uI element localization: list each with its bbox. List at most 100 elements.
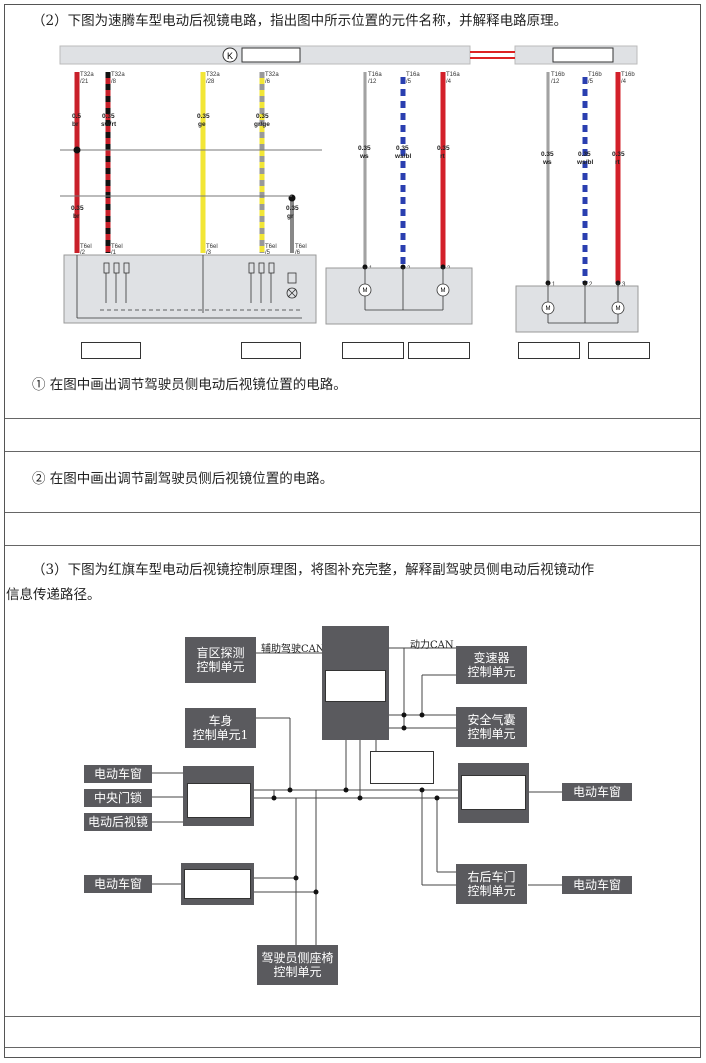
svg-text:ge: ge — [198, 121, 206, 128]
svg-text:T6el: T6el — [80, 244, 92, 250]
svg-text:0.35: 0.35 — [612, 151, 625, 158]
svg-text:0.5: 0.5 — [72, 113, 81, 120]
svg-text:gr/ge: gr/ge — [254, 121, 270, 128]
svg-text:T32a: T32a — [111, 72, 125, 78]
left-mirror: 电动后视镜 — [84, 813, 152, 831]
svg-text:T16a: T16a — [406, 72, 420, 78]
svg-text:ws/bl: ws/bl — [576, 159, 593, 166]
gateway-ecu — [322, 626, 389, 740]
answer-line — [5, 451, 700, 452]
svg-text:0.35: 0.35 — [437, 145, 450, 152]
svg-text:0.35: 0.35 — [197, 113, 210, 120]
svg-text:ws: ws — [359, 153, 369, 160]
svg-text:/2: /2 — [80, 250, 86, 256]
page-frame — [4, 4, 701, 1058]
answer-box-right-2[interactable] — [588, 342, 650, 359]
svg-text:rt: rt — [615, 159, 621, 166]
svg-text:T16b: T16b — [588, 72, 602, 78]
svg-text:gr: gr — [287, 213, 294, 220]
svg-text:0.35: 0.35 — [396, 145, 409, 152]
answer-line — [5, 545, 700, 546]
rear-right-window: 电动车窗 — [562, 876, 632, 894]
rear-left-window: 电动车窗 — [84, 875, 152, 893]
q2-title: （2）下图为速腾车型电动后视镜电路，指出图中所示位置的元件名称，并解释电路原理。 — [32, 13, 568, 29]
svg-text:/4: /4 — [446, 79, 452, 85]
answer-box-switch-left[interactable] — [81, 342, 141, 359]
mirror-circuit-diagram: K T32a/21 T32a/8 T32a/28 T32a/6 T6el/2 T… — [59, 45, 639, 333]
svg-text:/8: /8 — [111, 79, 117, 85]
left-window: 电动车窗 — [84, 765, 152, 783]
can-power-label: 动力CAN — [410, 640, 454, 651]
right-window: 电动车窗 — [562, 783, 632, 801]
blind-spot-ecu: 盲区探测 控制单元 — [185, 637, 256, 683]
svg-text:M: M — [441, 288, 446, 294]
svg-text:/12: /12 — [368, 79, 377, 85]
svg-text:ws: ws — [542, 159, 552, 166]
q3-title-line1: （3）下图为红旗车型电动后视镜控制原理图，将图补充完整，解释副驾驶员侧电动后视镜… — [32, 562, 595, 578]
rear-right-door-ecu: 右后车门 控制单元 — [456, 864, 527, 904]
svg-text:/5: /5 — [406, 79, 412, 85]
svg-text:T16a: T16a — [446, 72, 460, 78]
answer-line — [5, 1016, 700, 1017]
svg-text:sw/rt: sw/rt — [101, 121, 117, 128]
svg-text:M: M — [616, 306, 621, 312]
answer-box-mid-1[interactable] — [342, 342, 404, 359]
answer-line — [5, 1047, 700, 1048]
svg-text:T6el: T6el — [295, 244, 307, 250]
svg-text:/28: /28 — [206, 79, 215, 85]
can-aux-label: 辅助驾驶CAN — [261, 644, 325, 655]
driver-door-ecu — [183, 766, 254, 826]
svg-text:T6el: T6el — [111, 244, 123, 250]
answer-box-right-1[interactable] — [518, 342, 580, 359]
airbag-ecu: 安全气囊 控制单元 — [456, 707, 527, 747]
driver-seat-ecu: 驾驶员侧座椅 控制单元 — [257, 945, 338, 985]
svg-text:/21: /21 — [80, 79, 89, 85]
body-ecu: 车身 控制单元1 — [185, 708, 256, 748]
svg-text:br: br — [72, 121, 79, 128]
k-symbol: K — [227, 51, 233, 61]
svg-text:T32a: T32a — [80, 72, 94, 78]
svg-text:3: 3 — [622, 282, 626, 288]
svg-text:/6: /6 — [265, 79, 271, 85]
passenger-door-ecu — [458, 763, 529, 823]
svg-text:/6: /6 — [295, 250, 301, 256]
svg-text:0.35: 0.35 — [102, 113, 115, 120]
svg-text:M: M — [363, 288, 368, 294]
svg-text:ws/bl: ws/bl — [394, 153, 411, 160]
svg-text:/5: /5 — [265, 250, 271, 256]
answer-line — [5, 418, 700, 419]
unknown-module-center — [370, 751, 434, 784]
answer-line — [5, 512, 700, 513]
svg-text:0.35: 0.35 — [286, 205, 299, 212]
svg-text:1: 1 — [552, 282, 556, 288]
svg-text:T16b: T16b — [551, 72, 565, 78]
svg-text:T6el: T6el — [265, 244, 277, 250]
q2-sub1: ① 在图中画出调节驾驶员侧电动后视镜位置的电路。 — [32, 377, 347, 393]
answer-box-switch-right[interactable] — [241, 342, 301, 359]
central-lock: 中央门锁 — [84, 789, 152, 807]
q3-title-line2: 信息传递路径。 — [6, 587, 101, 603]
svg-text:T16b: T16b — [621, 72, 635, 78]
svg-text:rt: rt — [440, 153, 446, 160]
svg-text:/5: /5 — [588, 79, 594, 85]
svg-text:0.35: 0.35 — [71, 205, 84, 212]
svg-text:0.35: 0.35 — [256, 113, 269, 120]
q2-sub2: ② 在图中画出调节副驾驶员侧后视镜位置的电路。 — [32, 471, 334, 487]
svg-text:/4: /4 — [621, 79, 627, 85]
answer-box-mid-2[interactable] — [408, 342, 470, 359]
svg-text:T32a: T32a — [265, 72, 279, 78]
svg-text:/3: /3 — [206, 250, 212, 256]
svg-text:0.35: 0.35 — [541, 151, 554, 158]
svg-text:2: 2 — [589, 282, 593, 288]
svg-text:M: M — [546, 306, 551, 312]
svg-text:T32a: T32a — [206, 72, 220, 78]
svg-text:br: br — [73, 213, 80, 220]
transmission-ecu: 变速器 控制单元 — [456, 646, 527, 684]
svg-text:0.35: 0.35 — [578, 151, 591, 158]
svg-text:T6el: T6el — [206, 244, 218, 250]
rear-left-door-ecu — [181, 863, 254, 905]
svg-text:/12: /12 — [551, 79, 560, 85]
svg-text:0.35: 0.35 — [358, 145, 371, 152]
svg-text:T16a: T16a — [368, 72, 382, 78]
svg-text:/1: /1 — [111, 250, 117, 256]
